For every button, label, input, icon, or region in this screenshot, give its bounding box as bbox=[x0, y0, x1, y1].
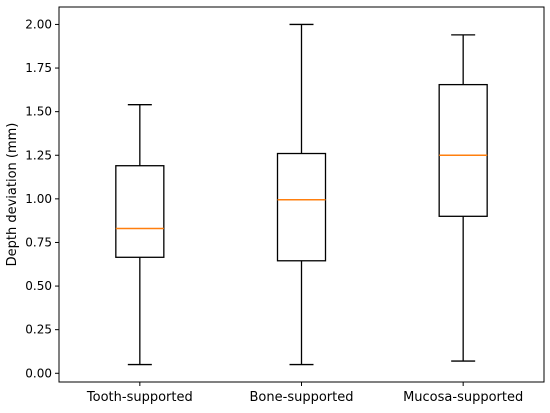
y-tick-label: 2.00 bbox=[25, 17, 52, 31]
y-tick-label: 0.25 bbox=[25, 323, 52, 337]
y-tick-label: 1.00 bbox=[25, 192, 52, 206]
iqr-box bbox=[115, 165, 165, 258]
y-tick-label: 0.75 bbox=[25, 235, 52, 249]
x-tick-label: Bone-supported bbox=[250, 390, 354, 405]
x-axis: Tooth-supported Bone-supported Mucosa-supp… bbox=[86, 382, 523, 405]
box-group bbox=[438, 34, 488, 362]
y-tick-label: 0.00 bbox=[25, 366, 52, 380]
box-group bbox=[115, 104, 165, 366]
y-axis-label: Depth deviation (mm) bbox=[5, 123, 20, 267]
x-tick-label: Mucosa-supported bbox=[403, 390, 523, 405]
y-tick-label: 0.50 bbox=[25, 279, 52, 293]
boxes bbox=[115, 23, 488, 366]
iqr-box bbox=[438, 83, 488, 217]
box-group bbox=[276, 23, 327, 366]
iqr-box bbox=[276, 152, 327, 262]
y-tick-label: 1.25 bbox=[25, 148, 52, 162]
y-tick-label: 1.75 bbox=[25, 61, 52, 75]
y-axis: 0.00 0.25 0.50 0.75 1.00 1.25 1.50 1.75 2.00 bbox=[25, 17, 59, 380]
y-tick-label: 1.50 bbox=[25, 105, 52, 119]
x-tick-label: Tooth-supported bbox=[86, 390, 193, 405]
